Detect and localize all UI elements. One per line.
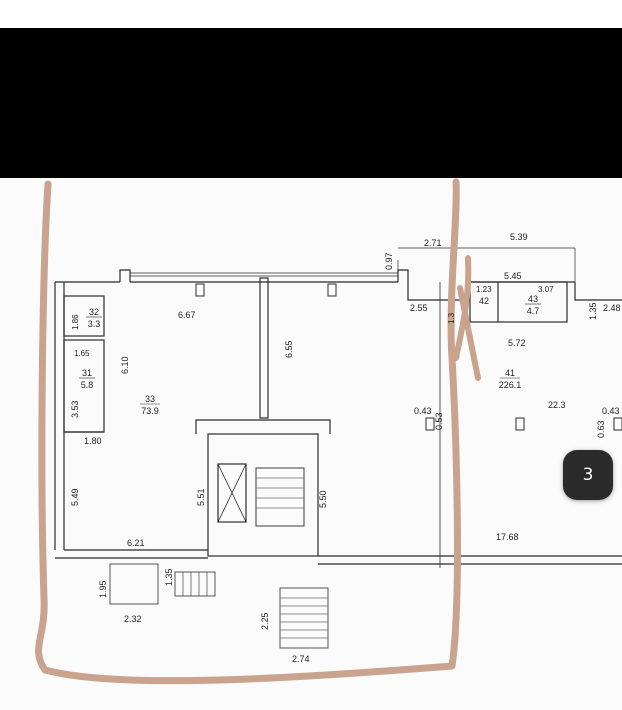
dim-2-25: 2.25 (260, 612, 270, 630)
steps-south (279, 587, 329, 649)
room-32-outline (63, 295, 105, 337)
steps-west (174, 571, 216, 597)
room-32-area: 3.3 (88, 319, 101, 329)
core-top-wall (195, 419, 331, 434)
dim-3-07: 3.07 (538, 285, 554, 294)
room-43-number: 43 (528, 294, 538, 304)
room-41-number: 41 (505, 368, 515, 378)
top-margin (0, 0, 622, 28)
dim-6-67: 6.67 (178, 310, 196, 320)
rooms-42-43-outline (469, 281, 568, 323)
elevator-shaft (217, 463, 247, 523)
redaction-bar (0, 28, 622, 178)
dim-1-95: 1.95 (98, 580, 108, 598)
dim-0-43a: 0.43 (414, 406, 432, 416)
column-5 (613, 417, 622, 431)
dim-6-55: 6.55 (284, 340, 294, 358)
dim-5-49: 5.49 (70, 488, 80, 506)
annotation-stroke-branch (453, 255, 481, 381)
dim-1-35a: 1.35 (588, 302, 598, 320)
walls (54, 247, 622, 649)
dim-2-71: 2.71 (424, 238, 442, 248)
dim-0-53: 0.53 (434, 412, 444, 430)
dim-2-48: 2.48 (603, 303, 621, 313)
dim-0-97: 0.97 (384, 252, 394, 270)
dim-1-86: 1.86 (71, 314, 80, 330)
wall-north-east-step (397, 269, 470, 301)
column-2 (327, 283, 337, 297)
annotation-stroke (35, 178, 461, 685)
room-31-area: 5.8 (81, 380, 94, 390)
dim-1-65: 1.65 (74, 349, 90, 358)
dim-5-39: 5.39 (510, 232, 528, 242)
column-1 (195, 283, 205, 297)
page-indicator-badge[interactable]: 3 (563, 450, 613, 500)
dim-17-68: 17.68 (496, 532, 519, 542)
room-32-number: 32 (89, 307, 99, 317)
dim-5-72: 5.72 (508, 338, 526, 348)
dim-1-23: 1.23 (476, 285, 492, 294)
porch-west (109, 563, 159, 605)
dim-5-50: 5.50 (318, 490, 328, 508)
room-33-area: 73.9 (141, 406, 159, 416)
room-labels: 33 73.9 31 5.8 32 3.3 41 226.1 42 43 4.7 (79, 294, 541, 416)
wall-bump-1 (119, 269, 131, 282)
columns (195, 283, 622, 431)
dim-6-10: 6.10 (120, 356, 130, 374)
dim-5-45: 5.45 (504, 271, 522, 281)
room-42-number: 42 (479, 296, 489, 306)
dim-5-51: 5.51 (196, 488, 206, 506)
dim-0-63: 0.63 (596, 420, 606, 438)
dim-6-21: 6.21 (127, 538, 145, 548)
stair-core (207, 433, 319, 557)
wall-north-far-east (574, 282, 622, 301)
dimension-labels: 2.71 5.39 5.45 1.23 3.07 6.67 2.55 2.48 … (74, 232, 621, 664)
dim-3-53: 3.53 (70, 400, 80, 418)
dim-0-43b: 0.43 (602, 406, 620, 416)
dim-1-80: 1.80 (84, 436, 102, 446)
room-41-area: 226.1 (499, 380, 522, 390)
dim-1-35b: 1.35 (164, 568, 174, 586)
stair-treads (182, 477, 328, 639)
room-31-number: 31 (82, 368, 92, 378)
dim-2-74: 2.74 (292, 654, 310, 664)
room-33-number: 33 (145, 394, 155, 404)
inner-stair (255, 467, 305, 527)
dim-2-55: 2.55 (410, 303, 428, 313)
column-3 (425, 417, 435, 431)
floor-plan-area: 33 73.9 31 5.8 32 3.3 41 226.1 42 43 4.7… (0, 178, 622, 710)
central-partition (259, 277, 269, 419)
floor-plan: 33 73.9 31 5.8 32 3.3 41 226.1 42 43 4.7… (35, 178, 622, 685)
dim-1-3: 1.3 (447, 312, 456, 324)
dim-22-3: 22.3 (548, 400, 566, 410)
dim-2-32: 2.32 (124, 614, 142, 624)
elevator-diag-2 (217, 463, 247, 523)
dimension-labels-vertical: 0.97 1.35 1.86 6.10 6.55 3.53 0.53 0.63 … (70, 252, 606, 630)
column-4 (515, 417, 525, 431)
room-43-area: 4.7 (527, 306, 540, 316)
